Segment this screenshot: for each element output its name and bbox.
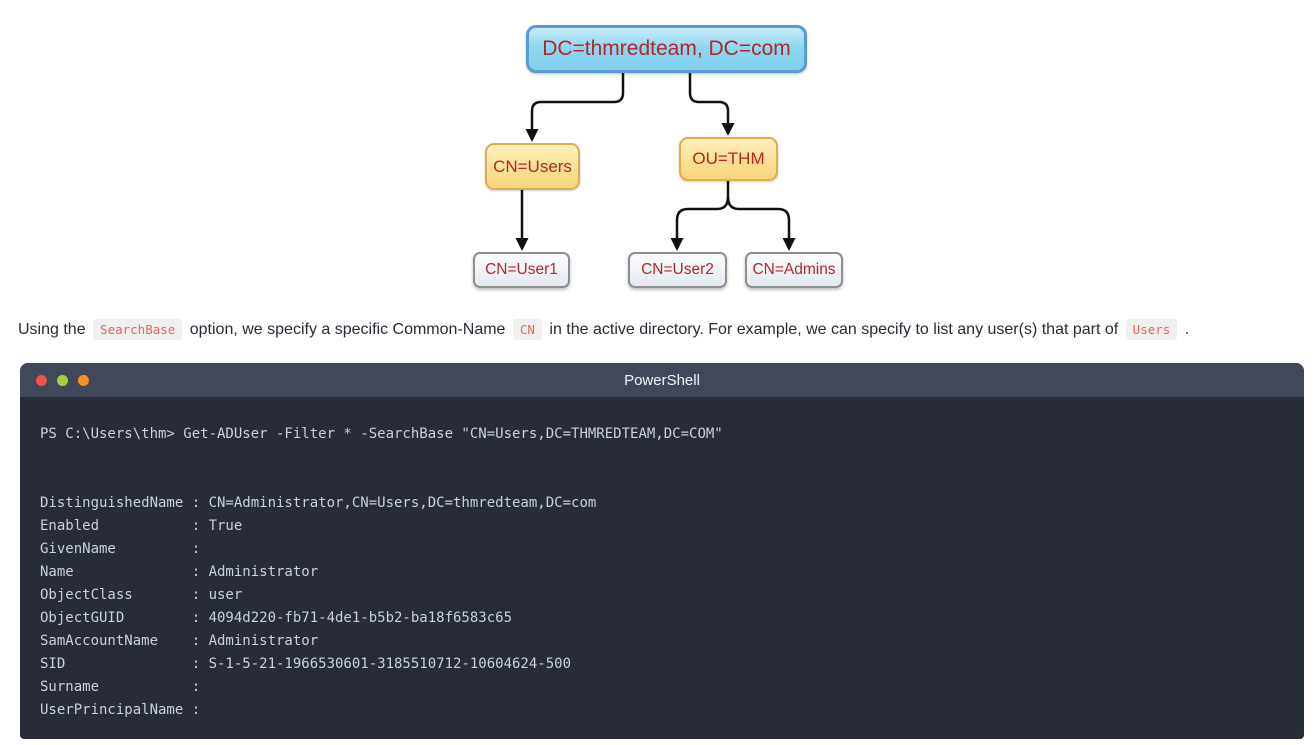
terminal-line <box>40 446 1284 469</box>
window-controls <box>36 363 89 397</box>
inline-code-users: Users <box>1125 319 1178 340</box>
node-cn-user1: CN=User1 <box>473 252 570 288</box>
inline-code-searchbase: SearchBase <box>93 319 183 340</box>
inline-code-cn: CN <box>512 319 542 340</box>
paragraph-text: Using the <box>18 321 91 338</box>
terminal-line: ObjectGUID : 4094d220-fb71-4de1-b5b2-ba1… <box>40 610 513 626</box>
maximize-button[interactable] <box>78 374 89 386</box>
node-label: CN=User2 <box>641 261 714 278</box>
arrowhead-users <box>525 129 539 142</box>
terminal-line: DistinguishedName : CN=Administrator,CN=… <box>40 495 597 511</box>
connector-thm-admins <box>726 196 791 239</box>
ad-tree-diagram: DC=thmredteam, DC=com CN=Users OU=THM CN… <box>0 0 1316 300</box>
window-titlebar[interactable]: PowerShell <box>20 363 1304 397</box>
terminal-line: UserPrincipalName : <box>40 702 201 718</box>
paragraph-text: option, we specify a specific Common-Nam… <box>185 321 510 338</box>
window-title: PowerShell <box>624 371 700 389</box>
terminal-line: GivenName : <box>40 541 201 557</box>
diagram-connectors <box>515 73 796 251</box>
node-cn-users: CN=Users <box>485 143 580 190</box>
close-button[interactable] <box>36 374 47 386</box>
terminal-line: Enabled : True <box>40 518 243 534</box>
node-ou-thm: OU=THM <box>679 137 778 181</box>
arrowhead-user1 <box>515 238 529 251</box>
terminal-line: SID : S-1-5-21-1966530601-3185510712-106… <box>40 656 572 672</box>
paragraph-text: . <box>1180 321 1190 338</box>
arrowhead-admins <box>782 238 796 251</box>
terminal-line: Name : Administrator <box>40 564 319 580</box>
terminal-command-line: PS C:\Users\thm> Get-ADUser -Filter * -S… <box>40 426 723 442</box>
terminal-line: Surname : <box>40 679 201 695</box>
node-label: OU=THM <box>692 149 765 168</box>
node-label: CN=User1 <box>485 261 558 278</box>
node-cn-admins: CN=Admins <box>745 252 843 288</box>
arrowhead-thm <box>721 123 735 136</box>
minimize-button[interactable] <box>57 374 68 386</box>
terminal-line: ObjectClass : user <box>40 587 243 603</box>
node-domain-root: DC=thmredteam, DC=com <box>526 25 807 73</box>
terminal-output[interactable]: PS C:\Users\thm> Get-ADUser -Filter * -S… <box>20 397 1304 722</box>
node-label: CN=Admins <box>752 261 836 278</box>
terminal-line <box>40 469 1284 492</box>
terminal-line: SamAccountName : Administrator <box>40 633 319 649</box>
connector-root-thm <box>688 73 730 124</box>
node-cn-user2: CN=User2 <box>628 252 727 288</box>
node-label: CN=Users <box>493 156 572 176</box>
paragraph-text: in the active directory. For example, we… <box>544 321 1123 338</box>
body-paragraph: Using the SearchBase option, we specify … <box>18 317 1304 343</box>
connector-root-users <box>530 73 625 130</box>
node-label: DC=thmredteam, DC=com <box>542 37 791 60</box>
arrowhead-user2 <box>670 238 684 251</box>
powershell-window: PowerShell PS C:\Users\thm> Get-ADUser -… <box>20 363 1304 739</box>
connector-thm-user2 <box>675 196 730 239</box>
